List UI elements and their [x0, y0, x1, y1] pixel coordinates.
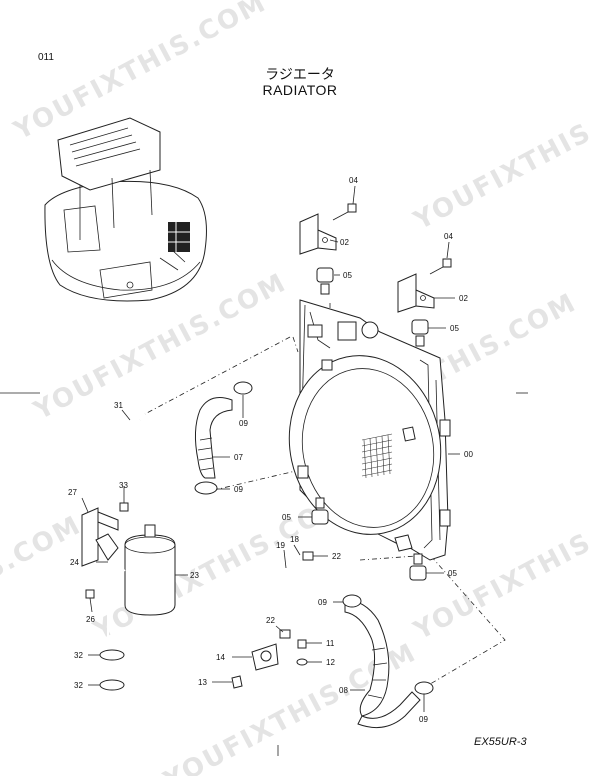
hose-clamp-lower-1	[342, 594, 362, 608]
rubber-mount-4	[409, 553, 427, 581]
callout-13-drain-cock: 13	[198, 678, 207, 687]
rubber-mount-3	[311, 497, 329, 525]
callout-14-valve: 14	[216, 653, 225, 662]
callout-05-bottom-right: 05	[448, 569, 457, 578]
radiator-assembly	[288, 299, 451, 561]
watermark-5: S.COM	[0, 510, 87, 586]
clip-32-upper	[99, 649, 125, 661]
fan-shroud	[288, 355, 442, 535]
callout-32-upper: 32	[74, 651, 83, 660]
bolt-top-right	[429, 258, 452, 275]
callout-00-radiator: 00	[464, 450, 473, 459]
callout-11-bolt: 11	[326, 639, 335, 648]
callout-23-tank: 23	[190, 571, 199, 580]
title-english: RADIATOR	[262, 82, 338, 98]
bolt-26	[85, 589, 95, 599]
title-japanese: ラジエータ	[265, 67, 335, 83]
callout-09-upper: 09	[239, 419, 248, 428]
callout-05-top-left: 05	[343, 271, 352, 280]
hose-clip-22-bottom	[279, 629, 291, 639]
callout-12-washer: 12	[326, 658, 335, 667]
callout-05-bottom-left: 05	[282, 513, 291, 522]
drain-valve	[260, 650, 272, 662]
radiator-core-grid	[361, 433, 393, 479]
page-number: 011	[38, 52, 54, 63]
washer-12	[296, 658, 308, 666]
reserve-tank	[107, 524, 176, 720]
leader-dash-hose-upper	[144, 336, 291, 415]
excavator-location-thumbnail	[44, 117, 207, 302]
callout-07-upper-hose: 07	[234, 453, 243, 462]
tank-band	[95, 533, 119, 561]
callout-04-left: 04	[349, 176, 358, 185]
callout-leaders	[81, 185, 460, 712]
hose-clamp-lower-2	[414, 681, 434, 695]
callout-24-band: 24	[70, 558, 79, 567]
radiator-location-highlight	[168, 222, 190, 252]
callout-05-top-right: 05	[450, 324, 459, 333]
model-code: EX55UR-3	[474, 736, 527, 748]
bracket-left	[299, 213, 319, 255]
callout-33-bolt: 33	[119, 481, 128, 490]
callout-08-lower-hose: 08	[339, 686, 348, 695]
hose-clamp-upper	[233, 381, 253, 395]
callout-31-pipe: 31	[114, 401, 123, 410]
leader-dash-09	[213, 469, 301, 491]
callout-09-lower: 09	[318, 598, 327, 607]
bolt-33	[119, 502, 129, 512]
callout-02-right: 02	[459, 294, 468, 303]
callout-02-left: 02	[340, 238, 349, 247]
bracket-right	[397, 273, 417, 313]
rubber-mount-1	[316, 267, 334, 295]
watermark-2: YOUFIXTHIS	[408, 117, 596, 236]
hose-clamp-mid	[194, 481, 218, 495]
callout-04-right: 04	[444, 232, 453, 241]
callout-09-bottom: 09	[419, 715, 428, 724]
callout-22-bottom: 22	[266, 616, 275, 625]
callout-09-mid: 09	[234, 485, 243, 494]
rubber-mount-2	[411, 319, 429, 347]
callout-32-lower: 32	[74, 681, 83, 690]
callout-27-bracket: 27	[68, 488, 77, 497]
callout-labels: 04 02 05 04 02 05 00 05 05 09 07 09 09 0…	[68, 176, 473, 724]
leader-dash-hose-lower	[359, 554, 506, 691]
callout-19-drain-hose: 19	[276, 541, 285, 550]
callout-22-top: 22	[332, 552, 341, 561]
drain-cock-13	[231, 675, 243, 689]
leader-dash-top	[292, 336, 299, 353]
bolt-11	[297, 639, 307, 649]
tank-bracket	[81, 507, 99, 567]
callout-26-bolt: 26	[86, 615, 95, 624]
bolt-top-left	[332, 203, 357, 221]
upper-radiator-hose	[194, 397, 233, 479]
hose-clip-22-top	[302, 551, 314, 561]
clip-32-lower	[99, 679, 125, 691]
callout-18: 18	[290, 535, 299, 544]
